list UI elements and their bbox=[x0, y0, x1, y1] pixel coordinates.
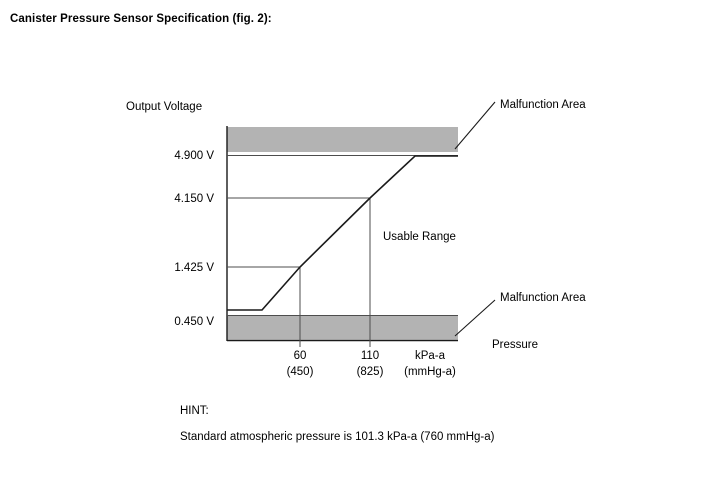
malfunction-upper-label: Malfunction Area bbox=[500, 99, 586, 111]
x-axis-units-secondary: (mmHg-a) bbox=[404, 366, 456, 378]
y-tick-label-4900: 4.900 V bbox=[174, 150, 214, 162]
malfunction-lower-leader-line bbox=[454, 299, 496, 337]
x-axis-title: Pressure bbox=[492, 339, 538, 351]
x-tick-sublabel-450: (450) bbox=[287, 366, 314, 378]
y-tick-label-0450: 0.450 V bbox=[174, 316, 214, 328]
page-title: Canister Pressure Sensor Specification (… bbox=[10, 13, 272, 25]
x-tick-sublabel-825: (825) bbox=[357, 366, 384, 378]
usable-range-label: Usable Range bbox=[383, 231, 456, 243]
hint-text: Standard atmospheric pressure is 101.3 k… bbox=[180, 431, 495, 443]
y-tick-label-1425: 1.425 V bbox=[174, 262, 214, 274]
y-axis-title: Output Voltage bbox=[126, 101, 202, 113]
x-axis-units-primary: kPa-a bbox=[415, 350, 446, 362]
x-tick-label-60: 60 bbox=[294, 350, 307, 362]
malfunction-lower-label: Malfunction Area bbox=[500, 292, 586, 304]
x-tick-label-110: 110 bbox=[361, 350, 379, 362]
y-tick-label-4150: 4.150 V bbox=[174, 193, 214, 205]
malfunction-upper-leader-line bbox=[454, 101, 496, 150]
malfunction-band-upper bbox=[227, 127, 458, 152]
sensor-output-curve bbox=[227, 155, 458, 311]
malfunction-band-lower bbox=[227, 316, 458, 340]
hint-label: HINT: bbox=[180, 405, 209, 417]
